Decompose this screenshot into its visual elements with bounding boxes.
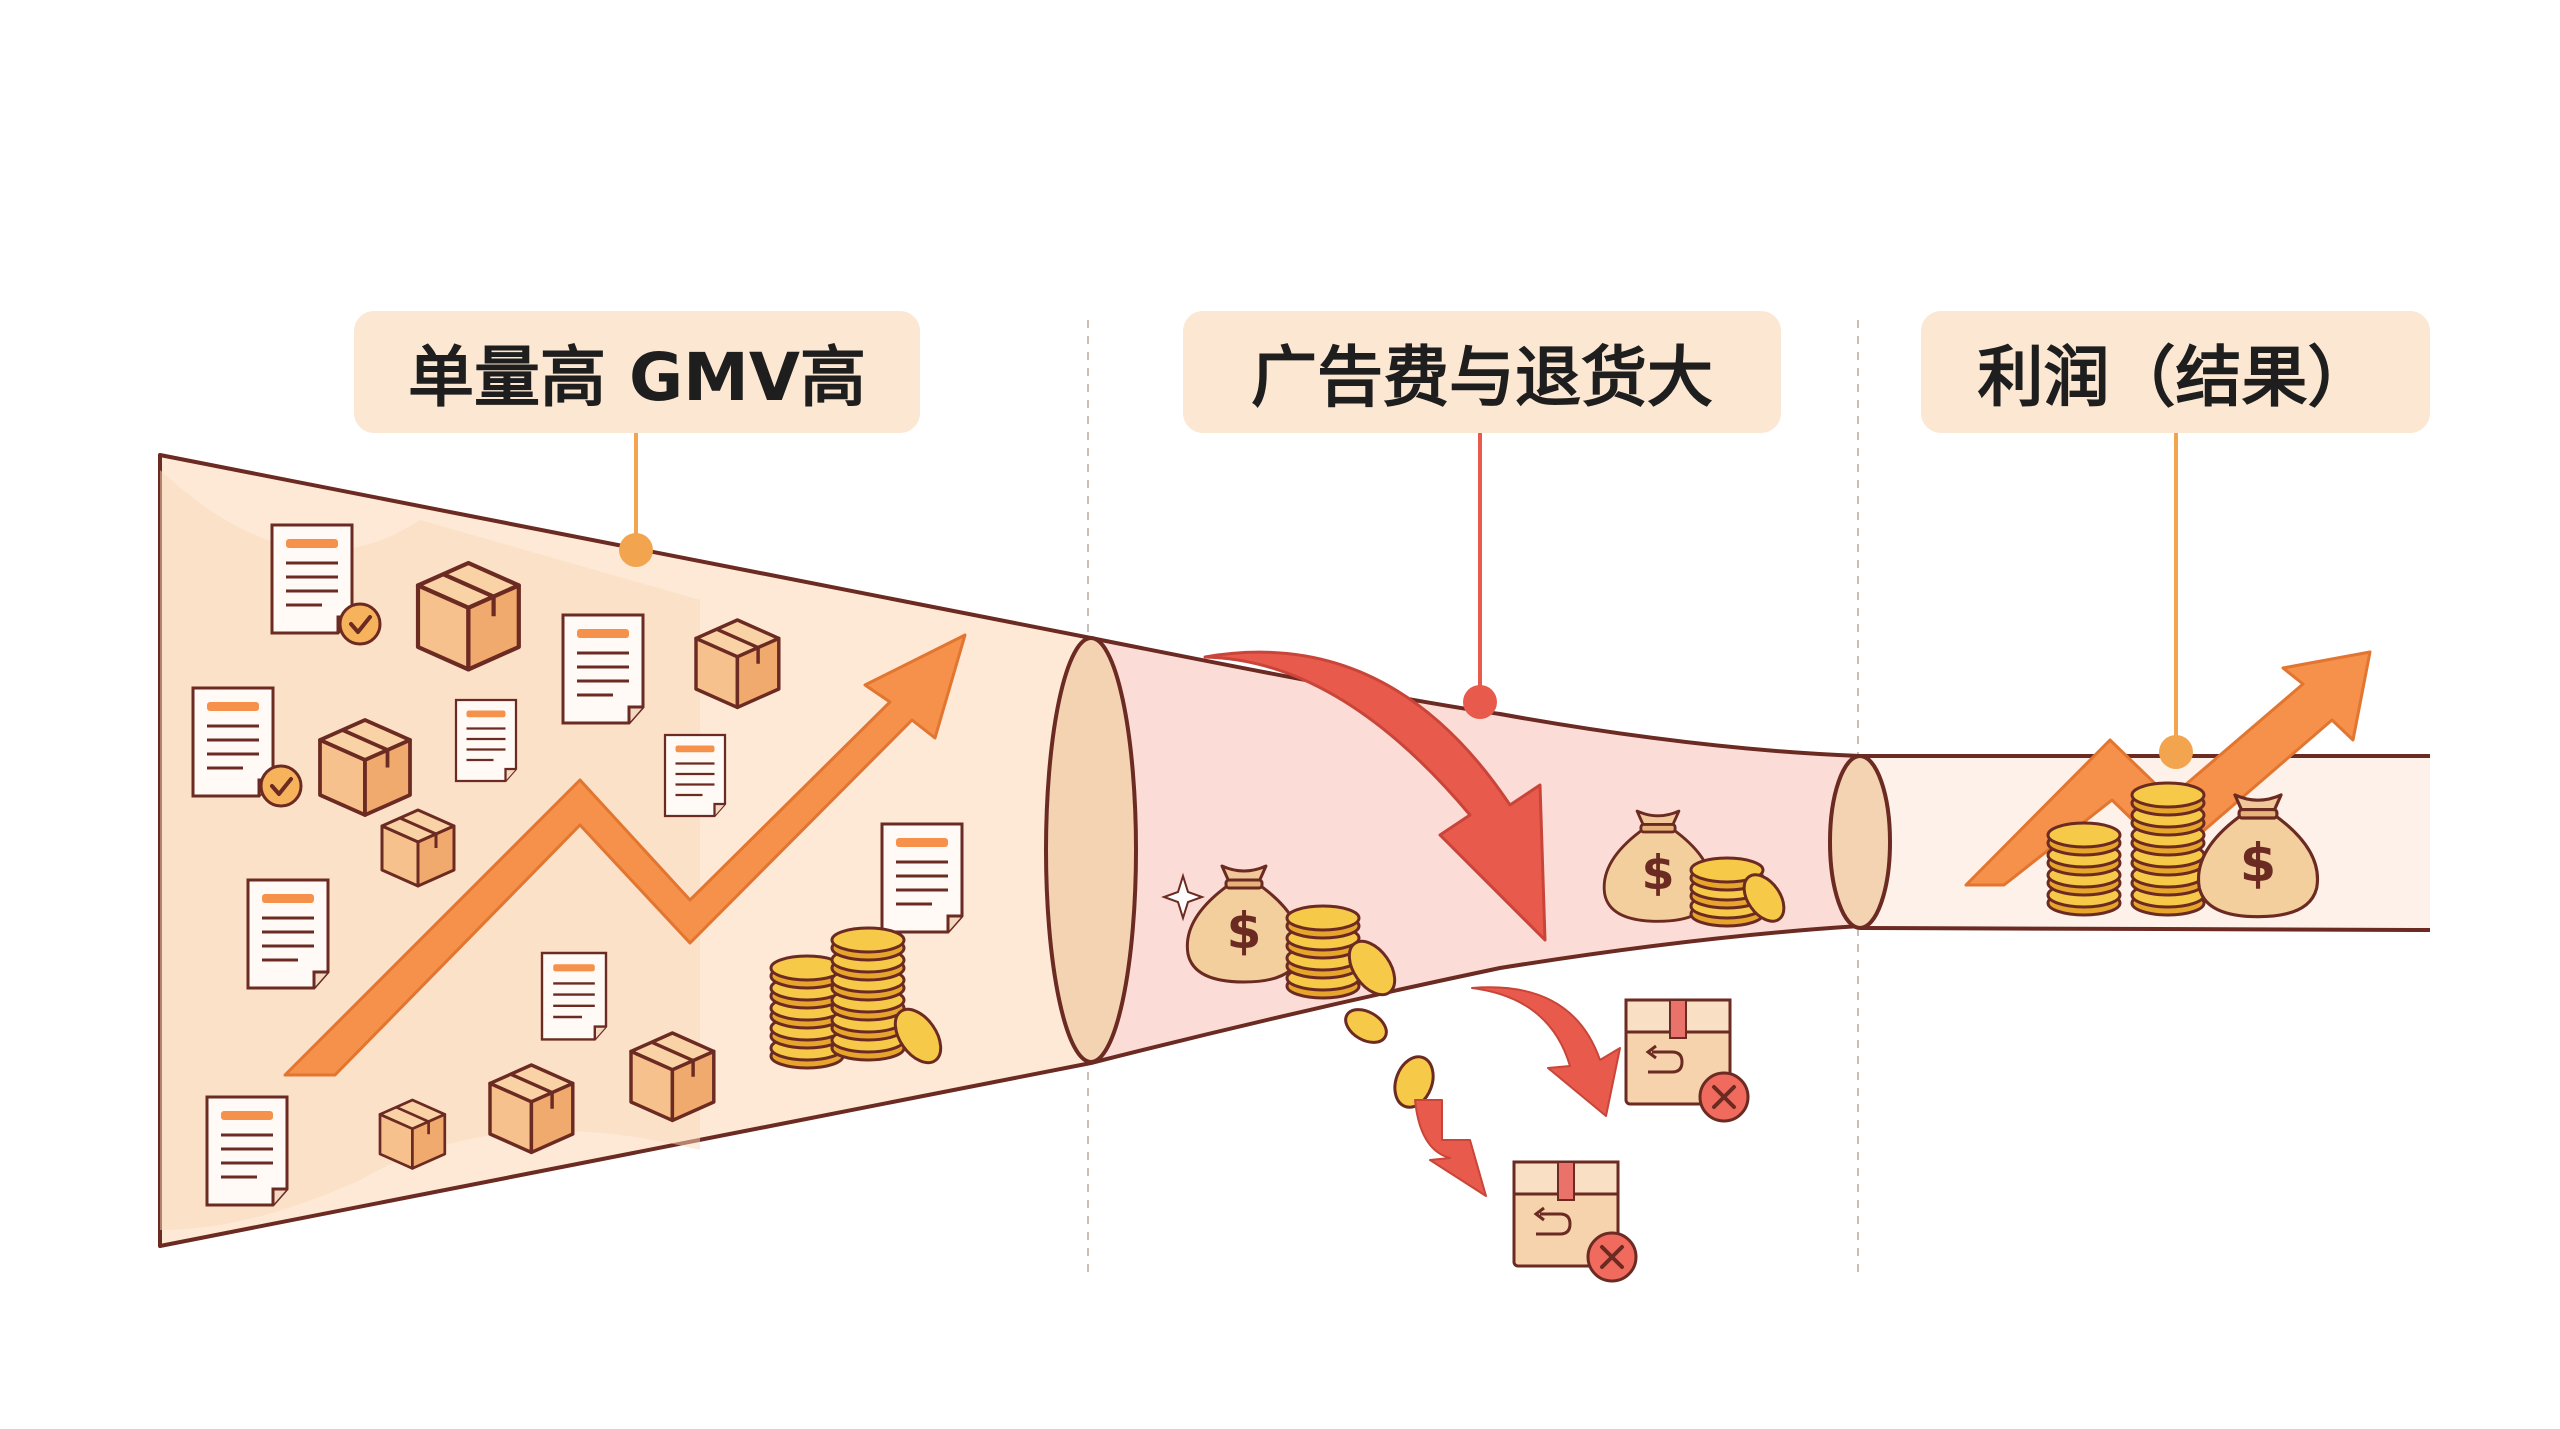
callout-dot-1	[619, 533, 653, 567]
package-icon	[378, 1098, 447, 1170]
narrow-bottom-edge	[1859, 926, 2431, 932]
cancel-icon	[1586, 1231, 1638, 1283]
return-arrow-icon	[1414, 1099, 1487, 1197]
coin-stack-icon	[1285, 904, 1397, 1000]
falling-coin	[1393, 1055, 1435, 1109]
stage-label-profit: 利润（结果）	[1921, 311, 2430, 433]
growth-arrow-icon	[283, 633, 967, 1077]
package-icon	[694, 618, 781, 710]
package-icon	[380, 808, 456, 888]
loss-arrow-icon	[1203, 650, 1547, 942]
document-icon	[246, 878, 330, 990]
funnel-ring-large	[1044, 636, 1138, 1064]
stage-label-high-volume: 单量高 GMV高	[354, 311, 920, 433]
cancel-icon	[1698, 1071, 1750, 1123]
coin-stack-icon	[1689, 856, 1786, 928]
coin-stack-icon	[769, 926, 943, 1070]
document-icon	[561, 613, 645, 725]
document-icon	[880, 822, 964, 934]
package-icon	[418, 563, 519, 669]
document-icon	[454, 698, 518, 783]
document-icon	[540, 951, 608, 1041]
document-icon	[205, 1095, 289, 1207]
document-icon	[663, 733, 727, 818]
falling-coin	[1344, 1008, 1388, 1044]
package-icon	[629, 1031, 716, 1123]
funnel-ring-small	[1828, 754, 1892, 930]
return-arrow-icon	[1471, 986, 1621, 1117]
stage-label-ads-returns: 广告费与退货大	[1183, 311, 1781, 433]
package-icon	[488, 1063, 575, 1155]
package-icon	[318, 718, 412, 817]
sparkle-icon	[1161, 872, 1205, 922]
callout-dot-2	[1463, 685, 1497, 719]
callout-dot-3	[2159, 735, 2193, 769]
check-icon	[338, 602, 382, 646]
check-icon	[259, 764, 303, 808]
